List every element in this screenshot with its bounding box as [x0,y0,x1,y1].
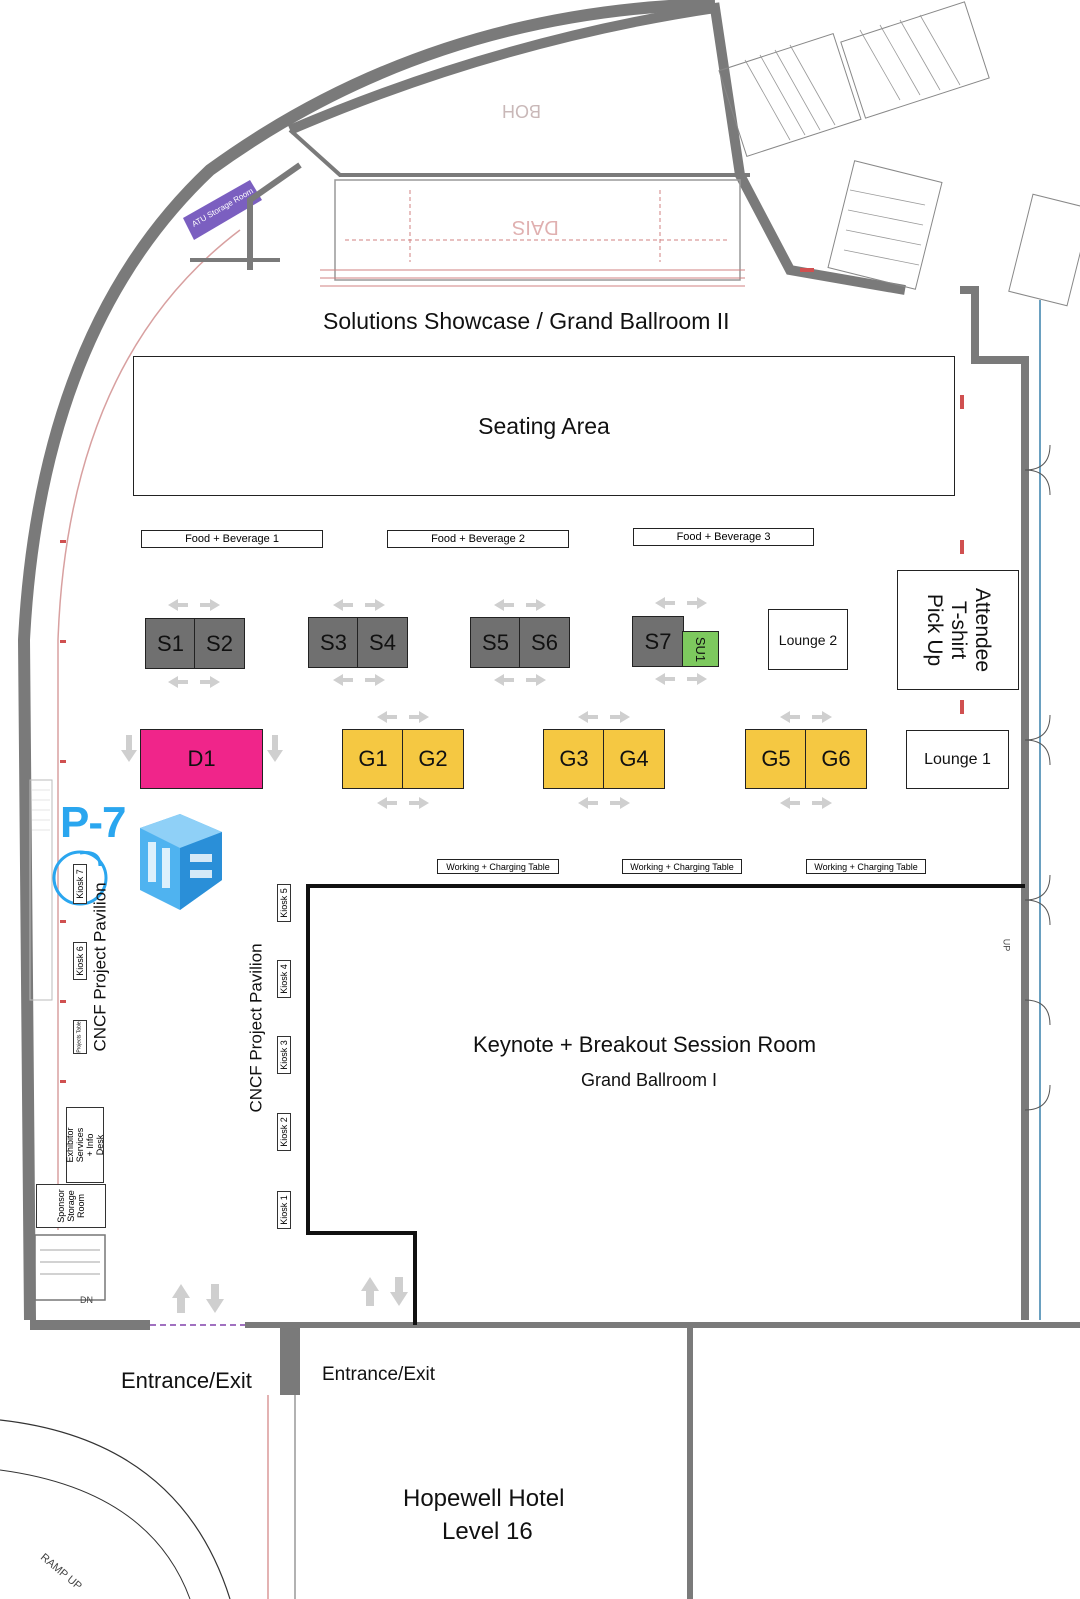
showcase-title: Solutions Showcase / Grand Ballroom II [323,308,730,334]
lounge-2[interactable]: Lounge 2 [768,609,848,670]
booth-g1[interactable]: G1 [342,729,404,789]
kiosk-7[interactable]: Kiosk 7 [73,864,87,904]
booth-g3[interactable]: G3 [543,729,605,789]
inner-curved-wall [57,229,241,1230]
exhibitor-desk-label: Exhibitor Services + Info Desk [65,1127,105,1163]
stair-dn-label: DN [80,1295,93,1305]
right-wall [960,286,1029,1320]
boh-label: BOH [502,101,542,121]
hotel-line-2: Level 16 [442,1518,533,1545]
pavilion-label-right: CNCF Project Pavilion [246,943,266,1113]
booth-g4[interactable]: G4 [603,729,665,789]
kiosk-1[interactable]: Kiosk 1 [277,1191,291,1229]
tshirt-line-2: T-shirt [946,600,970,660]
booth-g6[interactable]: G6 [805,729,867,789]
keynote-subtitle: Grand Ballroom I [581,1070,718,1090]
kiosk-3[interactable]: Kiosk 3 [277,1036,291,1074]
lounge-1-label: Lounge 1 [924,750,991,768]
booth-g2[interactable]: G2 [402,729,464,789]
exhibitor-desk[interactable]: Exhibitor Services + Info Desk [65,1107,105,1183]
booth-s6[interactable]: S6 [519,617,570,668]
hotel-line-1: Hopewell Hotel [403,1485,565,1512]
working-table-3: Working + Charging Table [806,859,926,874]
kiosk-2[interactable]: Kiosk 2 [277,1113,291,1151]
food-beverage-1: Food + Beverage 1 [141,530,323,548]
sponsor-storage[interactable]: Sponsor Storage Room [36,1184,106,1228]
p7-marker-label: P-7 [60,798,126,847]
outer-curved-wall [17,0,716,1321]
sponsor-storage-label: Sponsor Storage Room [56,1189,86,1223]
kiosk-4[interactable]: Kiosk 4 [277,960,291,998]
boh-wall [288,2,906,295]
working-table-1: Working + Charging Table [437,859,559,874]
tshirt-line-1: Attendee [970,587,994,673]
booth-su1-label: SU1 [692,636,708,662]
lounge-1[interactable]: Lounge 1 [906,730,1009,789]
stair-up-label: UP [1001,938,1012,952]
food-beverage-3: Food + Beverage 3 [633,528,814,546]
booth-s2[interactable]: S2 [194,618,245,669]
booth-s3[interactable]: S3 [308,617,359,668]
p7-marker-icon [52,814,222,910]
projects-table[interactable]: Projects Table [73,1020,87,1054]
keynote-title: Keynote + Breakout Session Room [473,1032,817,1057]
tshirt-line-3: Pick Up [922,593,946,667]
entrance-center[interactable]: Entrance/Exit [322,1364,435,1385]
seating-area: Seating Area [133,356,955,496]
booth-d1[interactable]: D1 [140,729,263,789]
tshirt-pickup[interactable]: Attendee T-shirt Pick Up [897,570,1019,690]
kiosk-6[interactable]: Kiosk 6 [73,942,87,980]
ramp-curve [0,1419,231,1599]
pavilion-label-left: CNCF Project Pavilion [90,882,110,1052]
booth-s1[interactable]: S1 [145,618,196,669]
seating-area-label: Seating Area [478,412,610,439]
food-beverage-2: Food + Beverage 2 [387,530,569,548]
entrance-left[interactable]: Entrance/Exit [121,1368,252,1393]
booth-g5[interactable]: G5 [745,729,807,789]
dais-label: DAIS [512,216,559,238]
keynote-room-wall [306,884,1025,1325]
booth-s4[interactable]: S4 [357,617,408,668]
booth-su1[interactable]: SU1 [682,631,719,667]
kiosk-5[interactable]: Kiosk 5 [277,884,291,922]
working-table-2: Working + Charging Table [622,859,742,874]
booth-s7[interactable]: S7 [632,616,684,667]
booth-s5[interactable]: S5 [470,617,521,668]
lounge-2-label: Lounge 2 [778,631,838,648]
